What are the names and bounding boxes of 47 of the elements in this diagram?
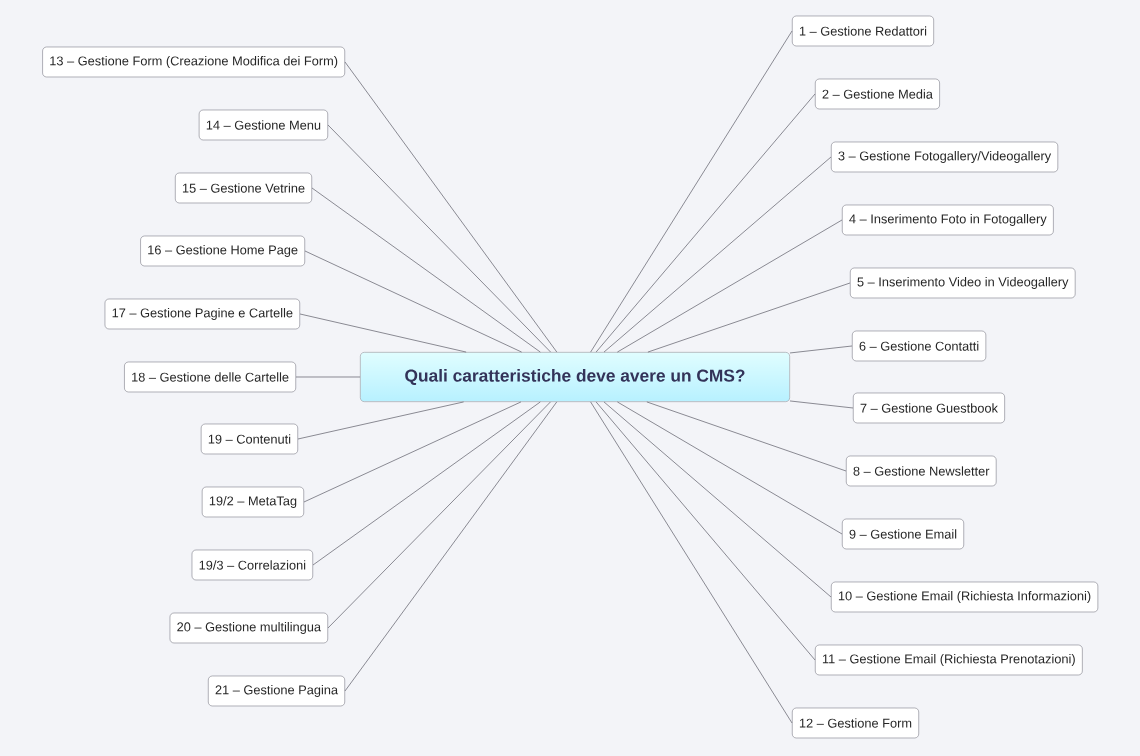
connector-line bbox=[616, 401, 843, 535]
subtopic-box: 9 – Gestione Email bbox=[842, 518, 964, 550]
connector-line bbox=[344, 61, 558, 353]
subtopic-box: 1 – Gestione Redattori bbox=[792, 15, 934, 47]
subtopic-box: 12 – Gestione Form bbox=[792, 707, 919, 739]
subtopic-box: 19/3 – Correlazioni bbox=[191, 549, 313, 581]
connector-line bbox=[295, 376, 361, 378]
connector-line bbox=[647, 282, 851, 353]
subtopic-box: 11 – Gestione Email (Richiesta Prenotazioni) bbox=[815, 644, 1083, 676]
connector-line bbox=[595, 93, 816, 353]
connector-line bbox=[304, 250, 522, 353]
connector-line bbox=[344, 401, 558, 692]
connector-line bbox=[327, 124, 551, 353]
subtopic-box: 15 – Gestione Vetrine bbox=[175, 172, 312, 204]
connector-line bbox=[595, 401, 816, 661]
subtopic-box: 5 – Inserimento Video in Videogallery bbox=[850, 267, 1076, 299]
connector-line bbox=[311, 187, 541, 353]
subtopic-box: 6 – Gestione Contatti bbox=[852, 330, 987, 362]
connector-line bbox=[303, 401, 522, 503]
subtopic-box: 21 – Gestione Pagina bbox=[208, 675, 345, 707]
subtopic-box: 14 – Gestione Menu bbox=[198, 109, 328, 141]
subtopic-box: 19/2 – MetaTag bbox=[201, 486, 304, 518]
connector-line bbox=[789, 400, 854, 409]
subtopic-box: 7 – Gestione Guestbook bbox=[853, 392, 1005, 424]
connector-line bbox=[312, 401, 541, 566]
connector-line bbox=[299, 313, 467, 353]
subtopic-box: 19 – Contenuti bbox=[200, 423, 298, 455]
connector-line bbox=[616, 219, 843, 353]
subtopic-box: 4 – Inserimento Foto in Fotogallery bbox=[842, 204, 1054, 236]
connector-line bbox=[603, 401, 832, 598]
subtopic-box: 2 – Gestione Media bbox=[815, 78, 940, 110]
subtopic-box: 3 – Gestione Fotogallery/Videogallery bbox=[831, 141, 1059, 173]
connector-line bbox=[590, 401, 793, 724]
subtopic-box: 13 – Gestione Form (Creazione Modifica dei Form) bbox=[42, 46, 345, 78]
subtopic-box: 10 – Gestione Email (Richiesta Informazioni) bbox=[831, 581, 1099, 613]
connector-line bbox=[590, 30, 793, 353]
subtopic-box: 16 – Gestione Home Page bbox=[140, 235, 305, 267]
subtopic-box: 20 – Gestione multilingua bbox=[169, 612, 328, 644]
connector-line bbox=[646, 401, 847, 472]
connector-line bbox=[603, 156, 832, 353]
subtopic-box: 17 – Gestione Pagine e Cartelle bbox=[104, 298, 300, 330]
subtopic-box: 8 – Gestione Newsletter bbox=[846, 455, 997, 487]
subtopic-box: 18 – Gestione delle Cartelle bbox=[124, 361, 296, 393]
connector-line bbox=[297, 401, 465, 440]
topic-box: Quali caratteristiche deve avere un CMS? bbox=[360, 352, 790, 402]
connector-line bbox=[789, 345, 853, 354]
connector-line bbox=[327, 401, 551, 629]
